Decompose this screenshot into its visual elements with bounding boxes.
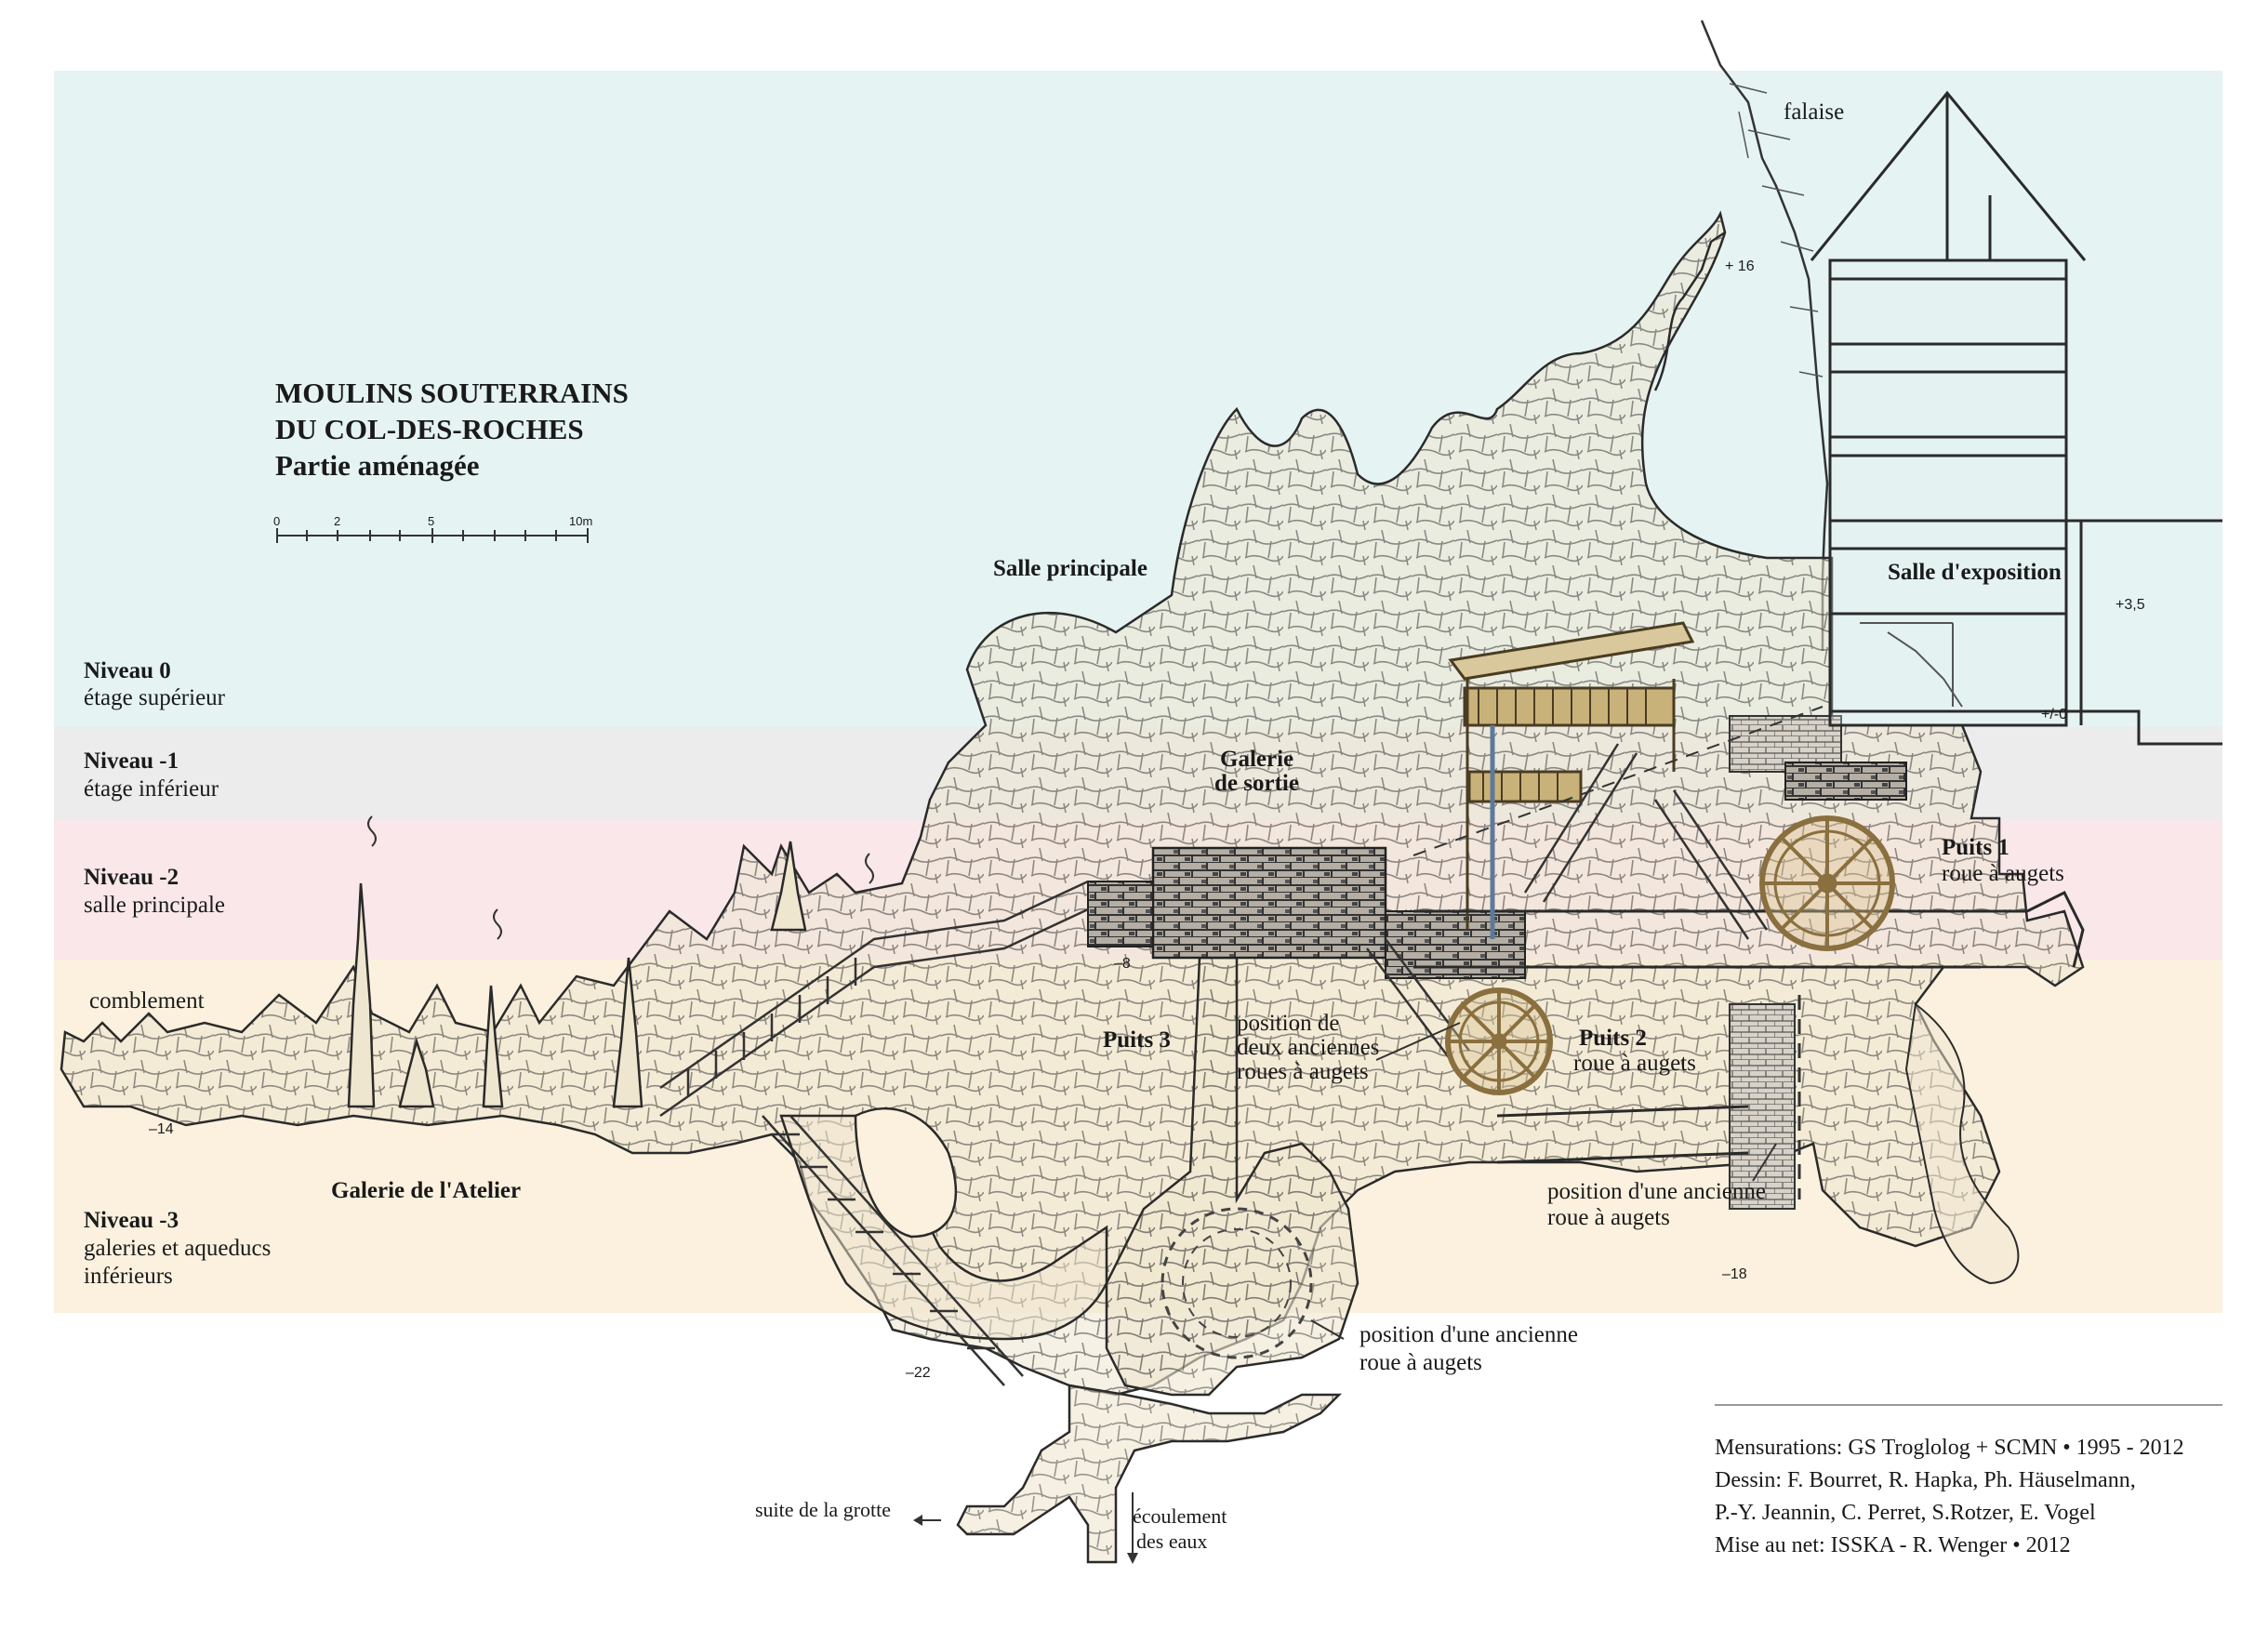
cliff-line [1700, 20, 1829, 651]
credits-drawing-2: P.-Y. Jeannin, C. Perret, S.Rotzer, E. V… [1715, 1501, 2096, 1525]
label-puits3: Puits 3 [1103, 1027, 1171, 1053]
scale-tick-10m: 10m [569, 514, 593, 528]
building-section [1810, 90, 2222, 746]
chimney-upper [1653, 231, 1726, 391]
level-minus3-desc: galeries et aqueducs [84, 1236, 272, 1261]
label-salle-exposition: Salle d'exposition [1888, 560, 2062, 585]
elevation-minus8: –8 [1114, 956, 1131, 972]
brick-shaft-puits1 [1784, 762, 1907, 801]
label-ancienne-roue-a-1: position d'une ancienne [1547, 1179, 1766, 1204]
label-puits1: Puits 1 [1942, 835, 2009, 860]
masonry-wall-left [1087, 881, 1154, 947]
label-puits2-desc: roue à augets [1573, 1051, 1696, 1076]
masonry-wall-central [1151, 846, 1387, 960]
level-0-name: Niveau 0 [84, 658, 171, 683]
scale-tick-0: 0 [273, 514, 281, 528]
credits-final: Mise au net: ISSKA - R. Wenger • 2012 [1715, 1533, 2071, 1557]
label-deux-anciennes-1: position de [1237, 1011, 1340, 1036]
label-galerie-atelier: Galerie de l'Atelier [331, 1178, 522, 1203]
label-puits1-desc: roue à augets [1942, 861, 2064, 886]
elevation-plus16: + 16 [1725, 258, 1755, 274]
right-aqueduct [1904, 1002, 2020, 1285]
diagram-title-line2: DU COL-DES-ROCHES [275, 413, 584, 445]
diagram-title-line1: MOULINS SOUTERRAINS [275, 377, 629, 409]
elevation-plusminus0: +/-0 [2041, 707, 2068, 722]
label-ecoulement-1: écoulement [1133, 1504, 1227, 1528]
wheel-puits1 [1759, 815, 1895, 951]
wheel-puits2 [1445, 987, 1553, 1095]
level-minus3-name: Niveau -3 [84, 1208, 179, 1233]
level-minus2-name: Niveau -2 [84, 865, 179, 890]
label-salle-principale: Salle principale [993, 556, 1147, 581]
building-stairs [1860, 622, 1963, 708]
scale-tick-5: 5 [428, 514, 435, 528]
elevation-minus14: –14 [149, 1121, 174, 1137]
label-deux-anciennes-3: roues à augets [1237, 1059, 1369, 1084]
level-minus1-name: Niveau -1 [84, 749, 179, 774]
label-puits2: Puits 2 [1579, 1026, 1647, 1051]
label-ecoulement-2: des eaux [1136, 1530, 1208, 1553]
label-galerie-sortie-1: Galerie [1220, 747, 1294, 772]
label-deux-anciennes-2: deux anciennes [1237, 1035, 1380, 1060]
wooden-gallery [1448, 621, 1695, 930]
elevation-minus18: –18 [1722, 1266, 1747, 1282]
elevation-plus3-5: +3,5 [2115, 597, 2145, 613]
level-minus1-desc: étage inférieur [84, 776, 219, 802]
aqueduct-lines [1413, 890, 2085, 1164]
staircase-main [659, 880, 1089, 1118]
credits-drawing-1: Dessin: F. Bourret, R. Hapka, Ph. Häusel… [1715, 1468, 2136, 1492]
stalagmites [347, 841, 807, 1108]
label-ancienne-roue-a-2: roue à augets [1547, 1205, 1670, 1230]
staircase-lower [762, 1115, 1024, 1386]
old-wheel-position-a [1161, 1207, 1313, 1359]
level-0-desc: étage supérieur [84, 685, 226, 710]
label-ancienne-roue-b-2: roue à augets [1359, 1350, 1482, 1375]
label-comblement: comblement [89, 988, 205, 1014]
elevation-minus22: –22 [906, 1365, 931, 1381]
level-minus2-desc: salle principale [84, 893, 226, 918]
diagram-subtitle: Partie aménagée [275, 449, 480, 482]
label-suite-grotte: suite de la grotte [755, 1498, 892, 1521]
label-falaise: falaise [1784, 99, 1845, 125]
credits-measurements: Mensurations: GS Troglolog + SCMN • 1995… [1715, 1436, 2184, 1460]
scale-bar [276, 528, 589, 543]
level-minus3-desc2: inférieurs [84, 1264, 173, 1289]
scale-tick-2: 2 [334, 514, 341, 528]
label-ancienne-roue-b-1: position d'une ancienne [1359, 1322, 1578, 1347]
label-galerie-sortie-2: de sortie [1214, 771, 1299, 796]
dashed-shaft-line [1413, 706, 1824, 856]
staircase-right [1366, 743, 1769, 1061]
